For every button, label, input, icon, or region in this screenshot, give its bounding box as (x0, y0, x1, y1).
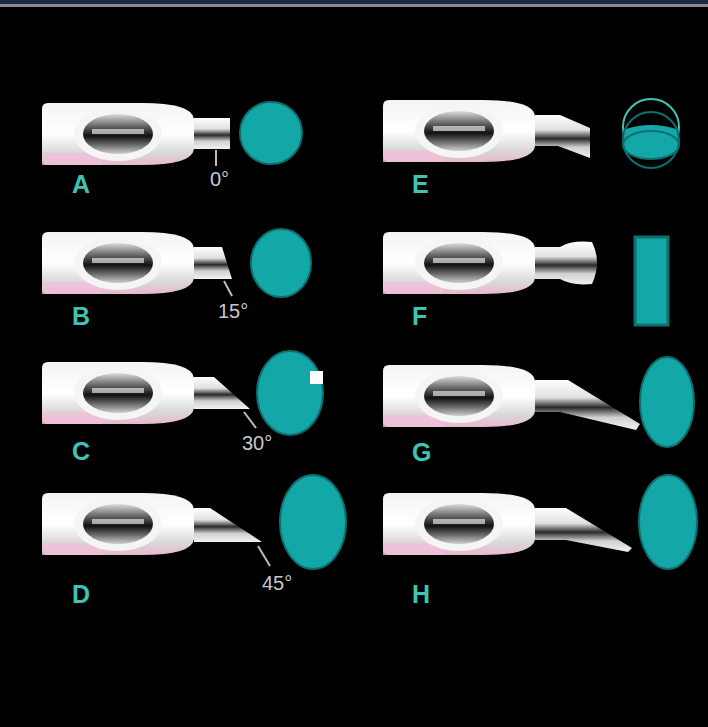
angle-label: 0° (210, 168, 229, 191)
angle-label: 30° (242, 432, 272, 455)
part-letter: E (412, 170, 429, 199)
part-letter: B (72, 302, 90, 331)
part-letter: A (72, 170, 90, 199)
part-letter: F (412, 302, 427, 331)
angle-label: 45° (262, 572, 292, 595)
part-letter: H (412, 580, 430, 609)
angle-label: 15° (218, 300, 248, 323)
part-letter: D (72, 580, 90, 609)
part-letter: G (412, 438, 431, 467)
part-letter: C (72, 437, 90, 466)
